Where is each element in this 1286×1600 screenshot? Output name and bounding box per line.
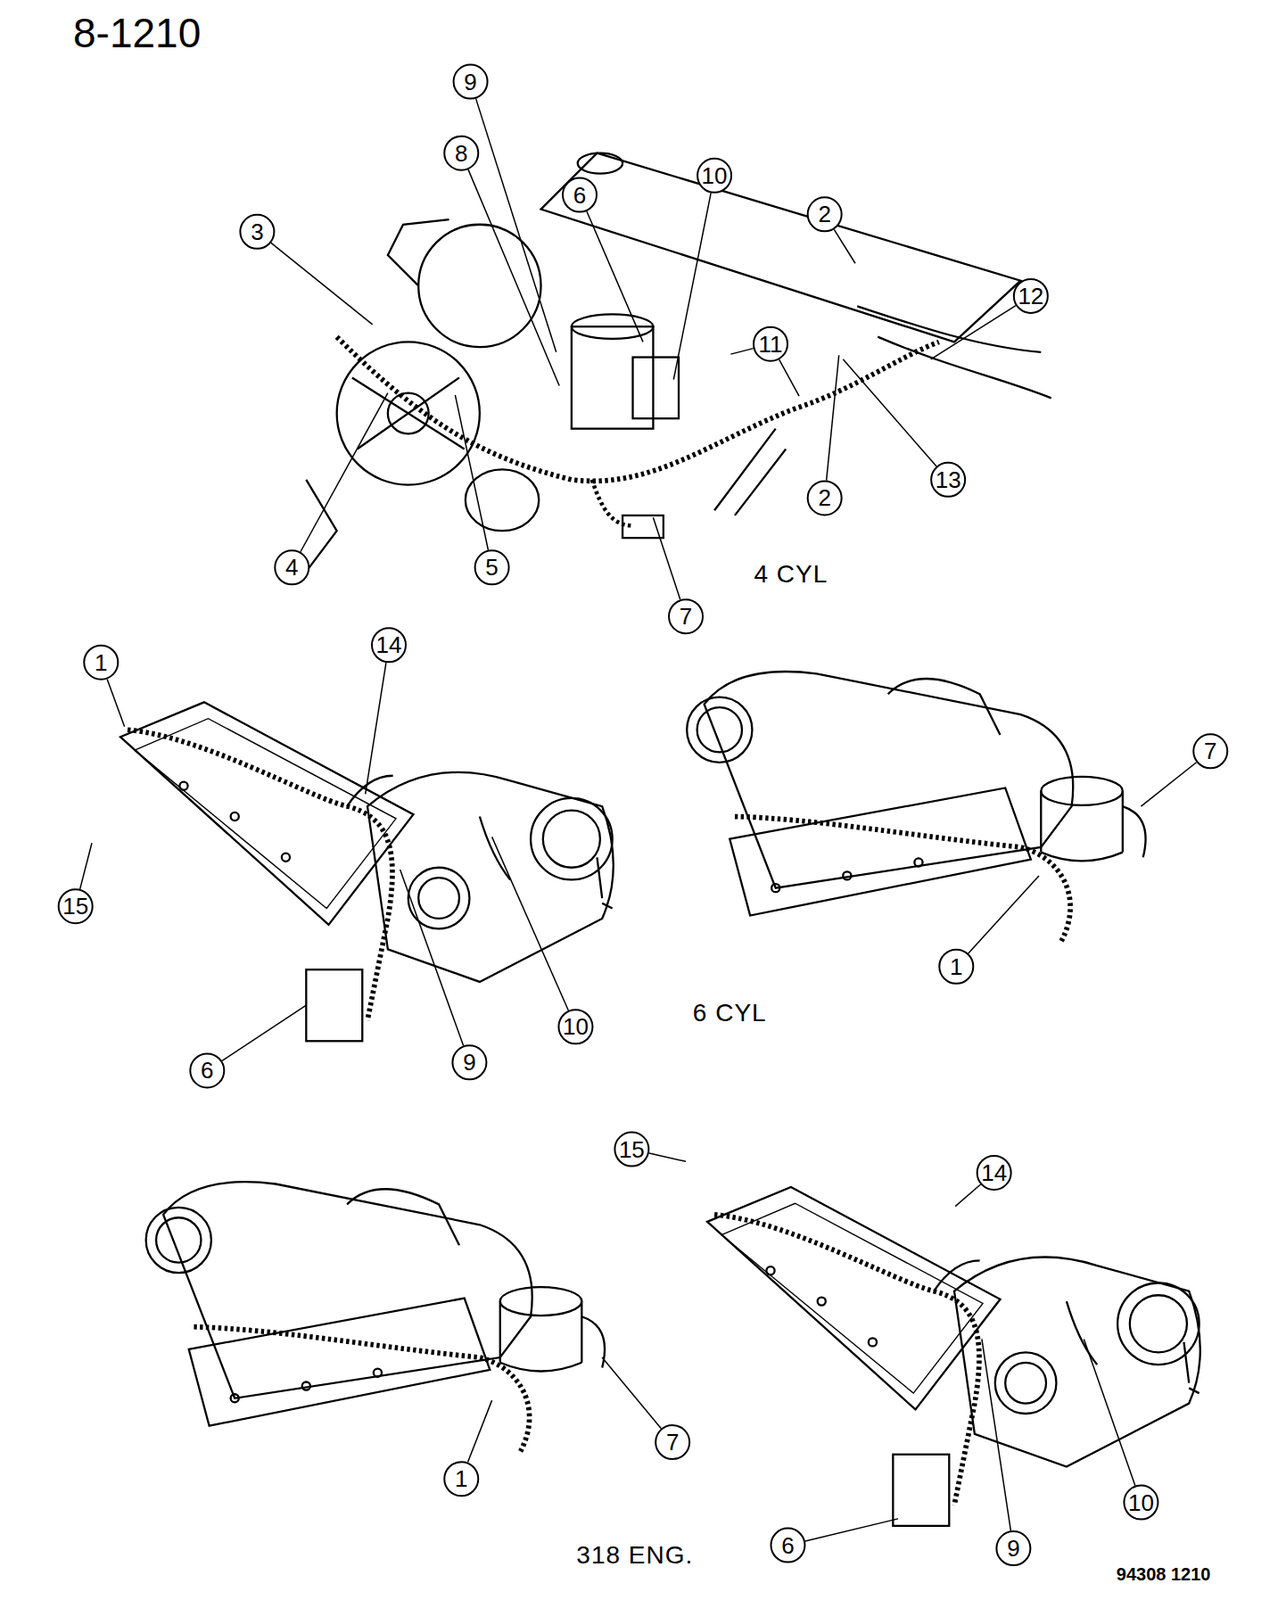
callout-circle [189,1053,224,1088]
callout-number: 13 [935,468,962,492]
callout-number: 10 [1128,1491,1155,1515]
leader-line [931,305,1016,360]
leader-line [955,1184,981,1207]
callout-circle [807,480,842,515]
leader-line [271,242,373,325]
leader-line [80,842,92,890]
callout-circle [668,599,703,634]
callout-circle [452,1045,487,1080]
leader-line [779,359,800,396]
callout-circle [274,550,309,585]
callout-number: 9 [462,1050,476,1074]
callout-circle [939,949,973,984]
callout-circle [453,65,488,99]
leader-line [649,1153,686,1162]
callout-circle [562,178,597,213]
callout-circle [1193,733,1228,768]
callout-number: 1 [949,955,963,979]
callout-circle [770,1528,805,1563]
callout-number: 7 [666,1430,679,1454]
callout-number: 12 [1017,284,1044,308]
figure-number: 94308 1210 [1116,1565,1212,1583]
callout-number: 7 [1203,739,1217,763]
callout-number: 1 [454,1467,468,1491]
callout-number: 14 [376,633,403,657]
leader-line [981,1338,1011,1531]
callout-number: 4 [285,555,298,579]
leader-line [454,395,488,551]
leader-line [586,211,643,342]
callout-number: 9 [463,70,477,94]
callout-circle [444,1461,479,1496]
leader-line [968,875,1039,954]
callout-circle [807,197,842,231]
callout-circle [83,645,118,680]
leader-line [492,836,569,1011]
callout-number: 11 [758,332,784,356]
callout-number: 14 [980,1161,1007,1185]
callout-circle [655,1425,690,1460]
leader-line [476,98,557,353]
callout-circle [996,1531,1031,1566]
leader-line [1083,1338,1135,1485]
callout-number: 3 [250,220,264,244]
page-title: 8-1210 [73,12,201,54]
leader-line [805,1518,899,1542]
leader-line [1140,762,1196,807]
leader-line [673,192,711,380]
leader-line [468,1400,493,1462]
leader-line [107,679,124,727]
callout-circle [753,327,788,362]
leader-line [833,229,856,264]
leader-line [300,393,388,553]
callout-circle [58,889,93,924]
callout-number: 6 [781,1533,794,1558]
leader-line [842,359,937,467]
callout-number: 15 [62,894,89,918]
callout-circle [1013,279,1048,314]
view-label: 318 ENG. [576,1542,693,1568]
leader-line [400,869,464,1046]
callout-number: 15 [618,1137,645,1162]
callout-circle [444,136,479,171]
leader-line [826,354,840,480]
callout-number: 2 [817,202,831,226]
callout-number: 8 [454,141,468,165]
leader-line [222,1005,306,1061]
callout-circle [931,462,965,497]
callout-number: 10 [701,164,728,188]
leader-line [730,348,753,355]
leader-line [468,169,560,386]
callout-circle [558,1009,593,1044]
callout-number: 7 [679,604,693,628]
leader-line [365,662,387,794]
callout-circle [697,158,732,193]
callout-number: 2 [817,486,831,510]
callout-circle [977,1155,1012,1190]
leader-line [601,1357,661,1429]
view-label: 4 CYL [753,561,828,587]
callout-number: 1 [94,651,108,675]
callout-circle [1123,1485,1158,1520]
callout-circle [475,550,510,585]
callout-circle [239,214,274,249]
view-label: 6 CYL [692,1000,767,1026]
callout-number: 6 [200,1058,214,1082]
callout-number: 9 [1006,1536,1020,1560]
leader-line [652,517,680,600]
callout-circle [614,1132,649,1167]
callout-number: 6 [573,183,586,207]
callout-number: 5 [485,555,498,579]
callout-number: 10 [562,1014,589,1039]
callout-circle [371,627,406,662]
